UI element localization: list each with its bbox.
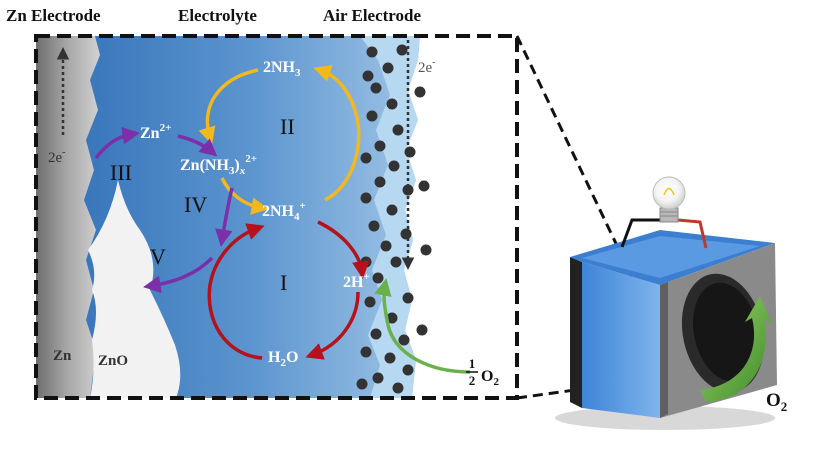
catalyst-particle	[360, 346, 372, 358]
red-arrow-h-to-h2o	[305, 291, 360, 360]
catalyst-particle	[374, 176, 386, 188]
step-iii: III	[110, 160, 132, 185]
step-i: I	[280, 270, 287, 295]
purple-arrow-zn2-to-complex	[177, 134, 218, 157]
catalyst-particle	[386, 312, 398, 324]
yellow-arrow-complex-to-nh4	[220, 177, 269, 215]
yellow-arrow-nh4-to-nh3	[313, 65, 361, 202]
catalyst-particle	[366, 110, 378, 122]
catalyst-particle	[402, 292, 414, 304]
purple-arrow-complex-down	[215, 187, 234, 247]
label-zn2: Zn2+	[140, 122, 171, 142]
label-2e-left: 2e-	[48, 147, 66, 166]
green-arrow-o2-to-h	[374, 278, 471, 374]
catalyst-particle	[384, 352, 396, 364]
step-ii: II	[280, 114, 295, 139]
catalyst-particle	[360, 152, 372, 164]
catalyst-particle	[418, 180, 430, 192]
catalyst-particle	[374, 140, 386, 152]
catalyst-particle	[370, 82, 382, 94]
catalyst-particle	[372, 272, 384, 284]
catalyst-particle	[402, 364, 414, 376]
catalyst-particle	[396, 44, 408, 56]
catalyst-particle	[372, 372, 384, 384]
catalyst-particle	[370, 328, 382, 340]
zno-region	[88, 180, 181, 398]
catalyst-particle	[366, 46, 378, 58]
oxygen-flow-arrow-icon	[700, 296, 772, 402]
catalyst-particle	[368, 220, 380, 232]
catalyst-particle	[420, 244, 432, 256]
label-nh3: 2NH3	[263, 59, 301, 79]
catalyst-particle	[388, 160, 400, 172]
catalyst-particle	[382, 62, 394, 74]
catalyst-particle	[362, 70, 374, 82]
air-electrode-interface	[360, 36, 420, 398]
label-half-o2: 1 2 O2	[466, 356, 499, 388]
svg-text:1: 1	[469, 356, 476, 371]
label-h2o: H2O	[268, 349, 298, 369]
catalyst-particle	[414, 86, 426, 98]
catalyst-particle	[392, 382, 404, 394]
catalyst-particle	[416, 324, 428, 336]
catalyst-particle	[390, 256, 402, 268]
label-o2-out: O2	[766, 390, 787, 414]
light-bulb-icon	[652, 176, 686, 223]
catalyst-particles	[356, 44, 432, 394]
red-arrow-h2o-to-nh4	[207, 223, 265, 360]
header-air-electrode: Air Electrode	[323, 6, 422, 25]
catalyst-particle	[356, 378, 368, 390]
yellow-arrow-nh3-to-complex	[198, 68, 259, 145]
zn-metal-region	[36, 36, 100, 398]
purple-arrow-zn-to-zn2	[94, 126, 140, 160]
inset-panel	[36, 36, 517, 398]
header-electrolyte: Electrolyte	[178, 6, 257, 25]
label-zno: ZnO	[98, 353, 128, 369]
red-arrow-nh4-to-h	[317, 220, 370, 279]
label-zn-nh3-complex: Zn(NH3)x2+	[180, 153, 257, 177]
catalyst-particle	[386, 98, 398, 110]
catalyst-particle	[364, 296, 376, 308]
label-nh4: 2NH4+	[262, 200, 306, 223]
header-zn-electrode: Zn Electrode	[6, 6, 101, 25]
inset-border	[34, 34, 519, 400]
svg-text:O2: O2	[481, 368, 499, 388]
catalyst-particle	[400, 228, 412, 240]
label-h-plus: 2H+	[343, 271, 370, 291]
catalyst-particle	[360, 192, 372, 204]
catalyst-particle	[404, 146, 416, 158]
catalyst-particle	[398, 334, 410, 346]
catalyst-particle	[386, 204, 398, 216]
purple-arrow-to-zno	[143, 256, 214, 293]
step-iv: IV	[184, 192, 207, 217]
catalyst-particle	[392, 124, 404, 136]
catalyst-particle	[380, 240, 392, 252]
label-zn: Zn	[53, 348, 72, 364]
air-electrode-region	[404, 36, 517, 398]
svg-text:2: 2	[469, 373, 476, 388]
label-2e-right: 2e-	[418, 57, 436, 76]
battery-icon	[555, 218, 777, 430]
step-v: V	[150, 244, 166, 269]
